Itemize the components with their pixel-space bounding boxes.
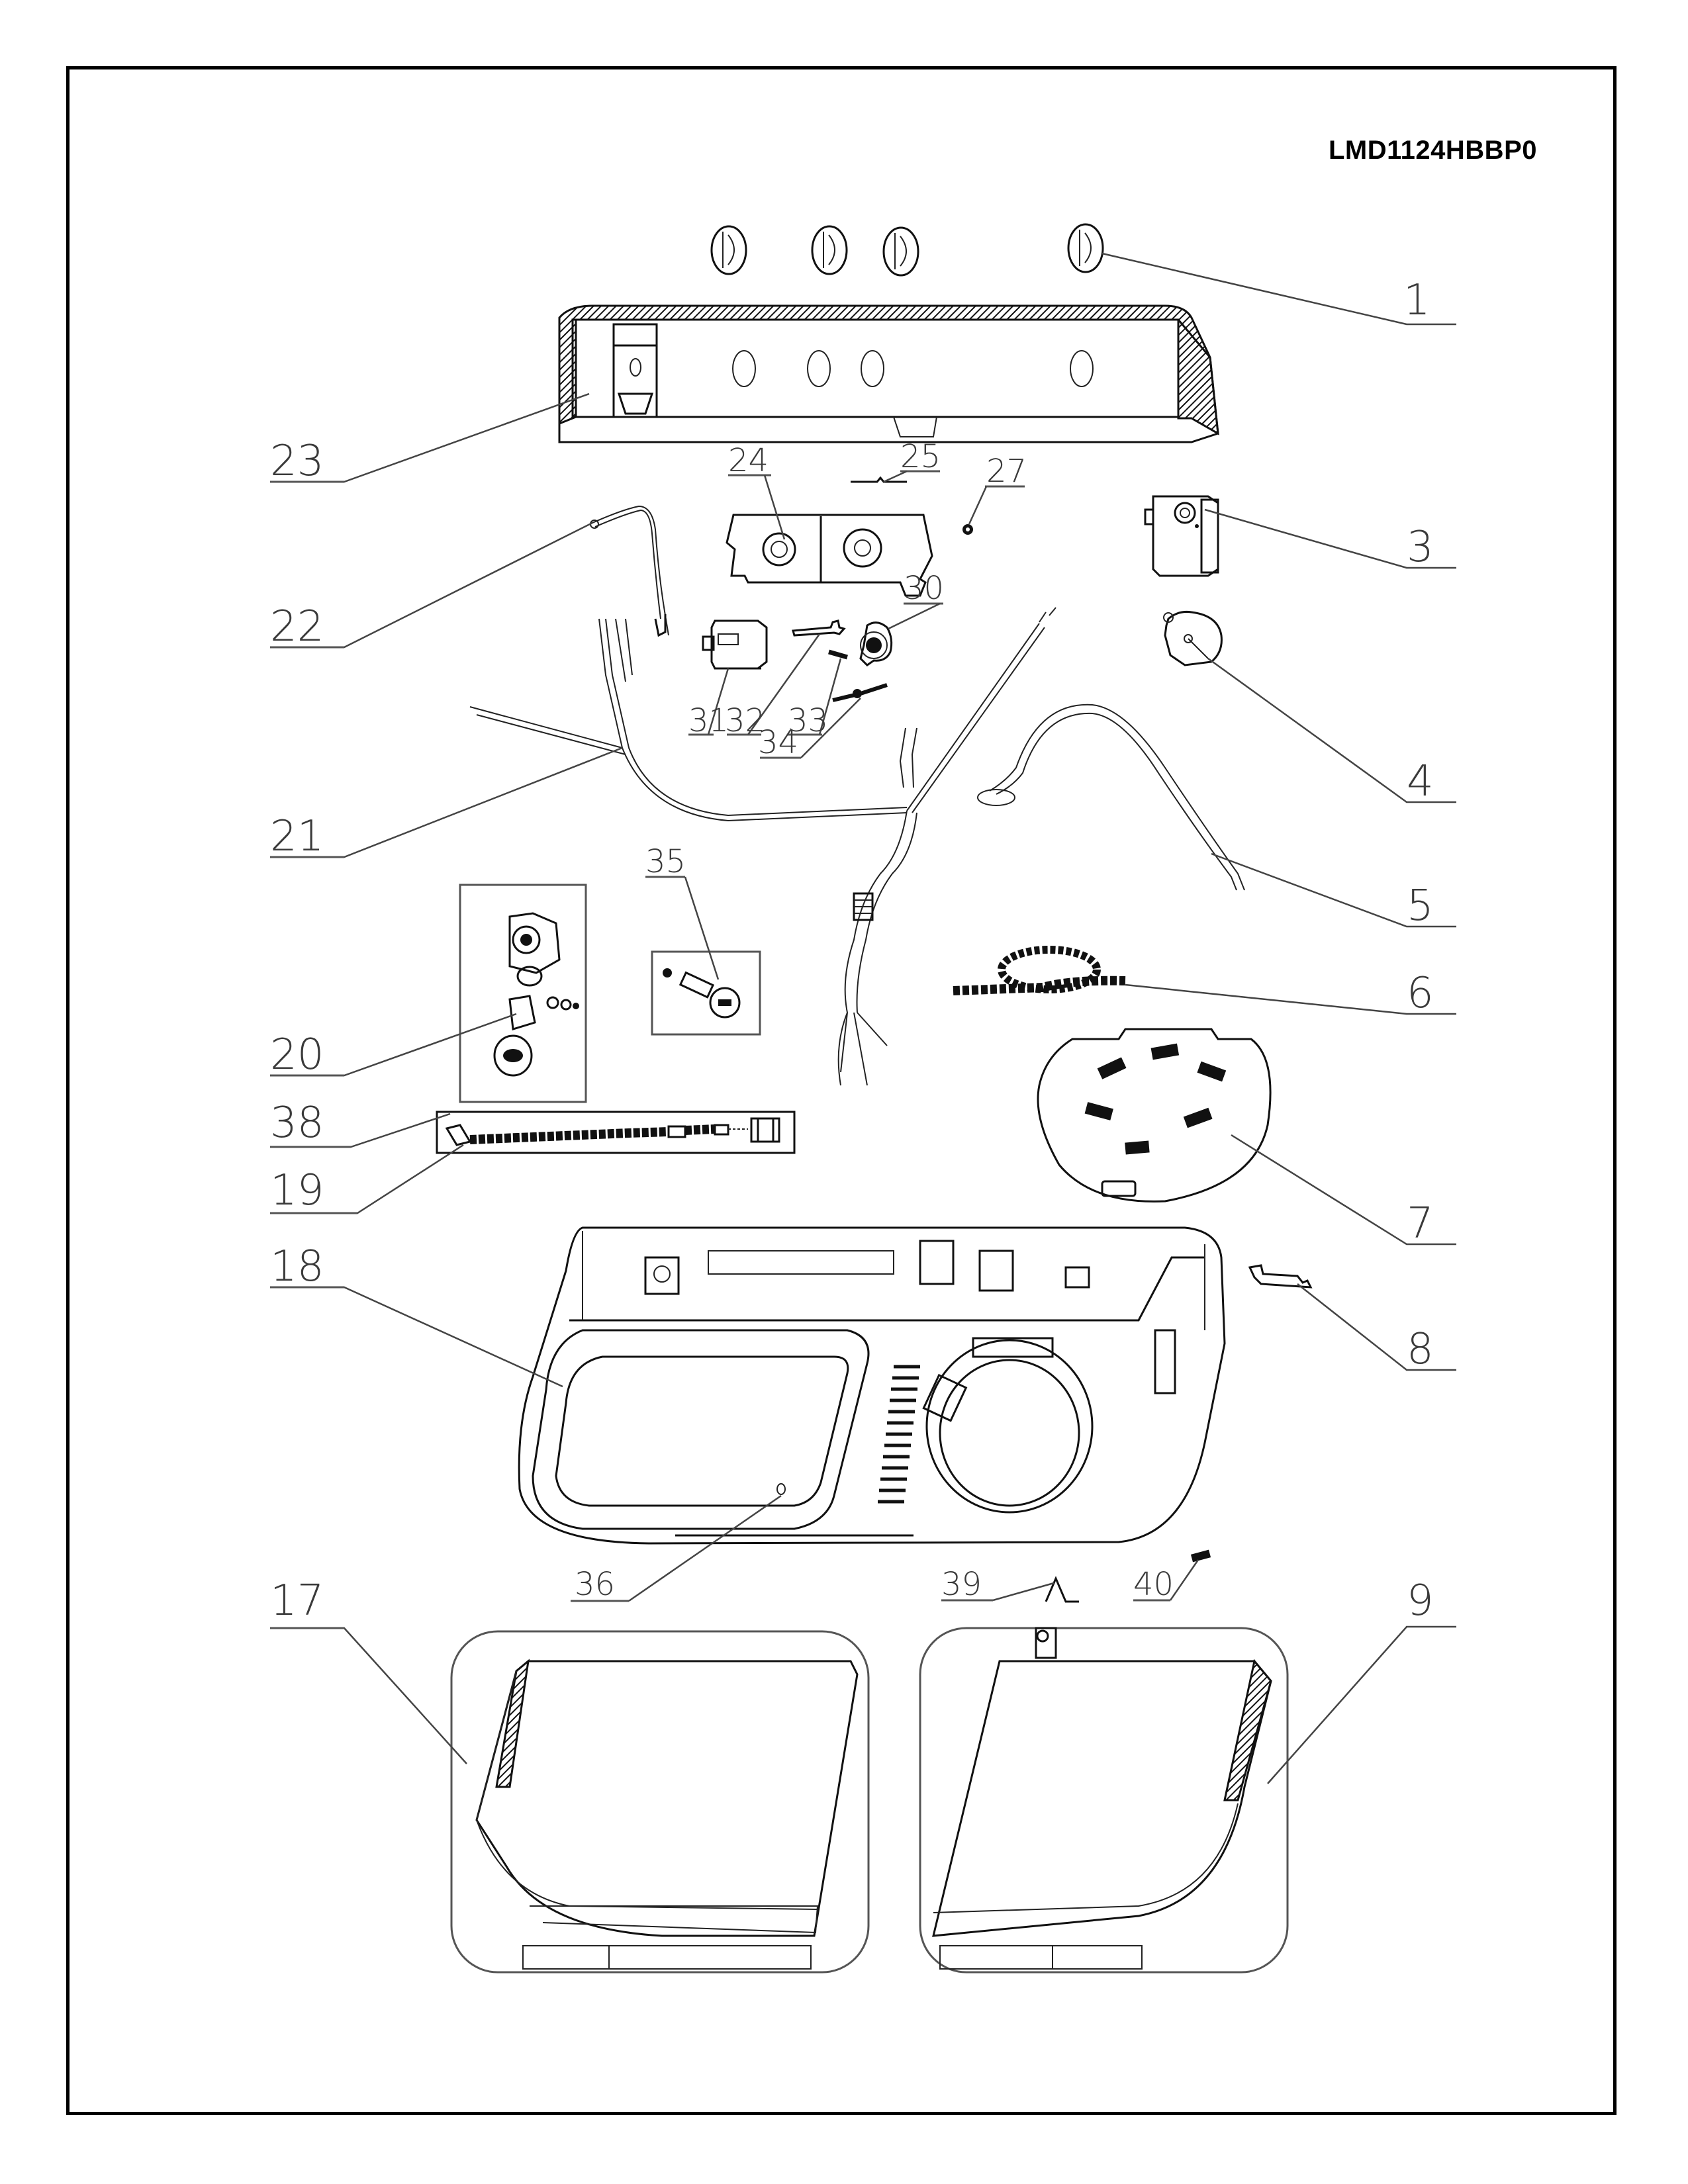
callout-label: 36 bbox=[575, 1566, 615, 1603]
callout-label: 27 bbox=[986, 453, 1027, 490]
part-21-wiring-harness bbox=[469, 607, 1056, 1086]
callout-24: 24 bbox=[728, 442, 786, 540]
callout-39: 39 bbox=[941, 1566, 1055, 1603]
part-6-coil-gasket bbox=[953, 946, 1126, 995]
callout-32: 32 bbox=[725, 633, 821, 739]
callout-label: 23 bbox=[270, 437, 324, 486]
part-1-knobs bbox=[710, 223, 1104, 277]
callout-label: 9 bbox=[1407, 1576, 1434, 1625]
callout-label: 22 bbox=[270, 602, 324, 651]
callout-label: 3 bbox=[1407, 523, 1434, 572]
callout-1: 1 bbox=[1102, 252, 1456, 326]
callout-label: 38 bbox=[270, 1099, 324, 1148]
part-17-wash-lid bbox=[475, 1659, 859, 1970]
callout-label: 39 bbox=[941, 1566, 982, 1603]
callout-21: 21 bbox=[270, 747, 623, 861]
callout-label: 25 bbox=[900, 438, 941, 475]
label-underlines bbox=[270, 480, 357, 1629]
part-40-pin bbox=[1190, 1549, 1211, 1563]
callout-label: 31 bbox=[688, 702, 729, 739]
callout-19: 19 bbox=[270, 1144, 464, 1215]
callout-label: 40 bbox=[1133, 1566, 1174, 1603]
callout-20: 20 bbox=[270, 1013, 517, 1079]
callout-label: 35 bbox=[645, 843, 686, 880]
callout-label: 19 bbox=[270, 1166, 324, 1215]
group-box-9 bbox=[919, 1627, 1289, 1974]
part-27-nut bbox=[962, 524, 973, 535]
callout-18: 18 bbox=[270, 1242, 563, 1388]
group-box-19-38 bbox=[436, 1111, 796, 1154]
part-34-connector bbox=[832, 683, 888, 702]
callout-27: 27 bbox=[968, 453, 1027, 525]
callout-label: 6 bbox=[1407, 969, 1434, 1018]
callout-34: 34 bbox=[758, 698, 861, 761]
part-39-spring-clip bbox=[1045, 1576, 1079, 1603]
callout-label: 32 bbox=[725, 702, 765, 739]
part-3-switch-box bbox=[1144, 495, 1219, 577]
part-24-switch-module bbox=[726, 514, 933, 597]
callout-label: 21 bbox=[270, 812, 324, 861]
callout-38: 38 bbox=[270, 1099, 451, 1148]
part-5-drain-hose bbox=[977, 704, 1245, 891]
callout-label: 1 bbox=[1403, 276, 1430, 325]
page-border bbox=[66, 66, 1617, 2115]
part-9-spin-lid bbox=[932, 1627, 1272, 1970]
part-22-wire-lead bbox=[590, 505, 669, 637]
callout-5: 5 bbox=[1211, 852, 1456, 931]
callout-30: 30 bbox=[888, 570, 944, 630]
part-20-valve-assembly bbox=[493, 912, 579, 1077]
callout-23: 23 bbox=[270, 392, 590, 486]
callout-label: 8 bbox=[1407, 1325, 1434, 1374]
callout-label: 34 bbox=[758, 724, 798, 761]
part-8-latch-bracket bbox=[1248, 1264, 1313, 1289]
part-19-inlet-hose bbox=[445, 1117, 780, 1146]
part-30-timer-gear bbox=[859, 621, 893, 666]
callout-3: 3 bbox=[1204, 508, 1456, 572]
part-33-spring bbox=[828, 649, 848, 660]
group-box-35 bbox=[651, 950, 761, 1036]
part-31-buzzer bbox=[702, 619, 768, 670]
group-box-17 bbox=[450, 1630, 870, 1974]
callout-label: 24 bbox=[728, 442, 769, 479]
part-25-clip bbox=[851, 476, 907, 483]
callout-label: 30 bbox=[904, 570, 944, 607]
callout-label: 33 bbox=[788, 702, 828, 739]
part-35-drain-valve bbox=[663, 968, 741, 1019]
callout-33: 33 bbox=[788, 658, 842, 739]
callout-4: 4 bbox=[1207, 657, 1456, 806]
callout-7: 7 bbox=[1231, 1134, 1456, 1248]
part-23-control-panel bbox=[558, 304, 1219, 443]
callout-25: 25 bbox=[883, 438, 941, 483]
knob-icon bbox=[710, 225, 747, 275]
callout-label: 18 bbox=[270, 1242, 324, 1291]
callout-label: 7 bbox=[1407, 1199, 1434, 1248]
knob-icon bbox=[882, 226, 919, 277]
callout-8: 8 bbox=[1297, 1283, 1456, 1374]
callout-36: 36 bbox=[571, 1494, 782, 1603]
callout-label: 5 bbox=[1407, 882, 1434, 931]
part-7-spin-cover bbox=[1037, 1028, 1272, 1203]
part-18-top-frame bbox=[518, 1226, 1226, 1545]
callout-40: 40 bbox=[1133, 1559, 1199, 1603]
callout-label: 17 bbox=[270, 1576, 324, 1625]
callout-label: 20 bbox=[270, 1030, 324, 1079]
knob-icon bbox=[1067, 223, 1104, 273]
callout-6: 6 bbox=[1125, 969, 1456, 1018]
callout-9: 9 bbox=[1267, 1576, 1456, 1784]
part-4-timer-cam bbox=[1163, 611, 1223, 666]
model-number: LMD1124HBBP0 bbox=[1328, 136, 1537, 165]
part-32-shaft-pin bbox=[792, 619, 846, 637]
callout-31: 31 bbox=[688, 668, 729, 739]
callout-35: 35 bbox=[645, 843, 720, 980]
knob-icon bbox=[811, 225, 848, 275]
callout-22: 22 bbox=[270, 522, 593, 651]
callout-17: 17 bbox=[270, 1576, 467, 1764]
callout-label: 4 bbox=[1407, 757, 1434, 806]
group-box-20 bbox=[459, 884, 587, 1103]
